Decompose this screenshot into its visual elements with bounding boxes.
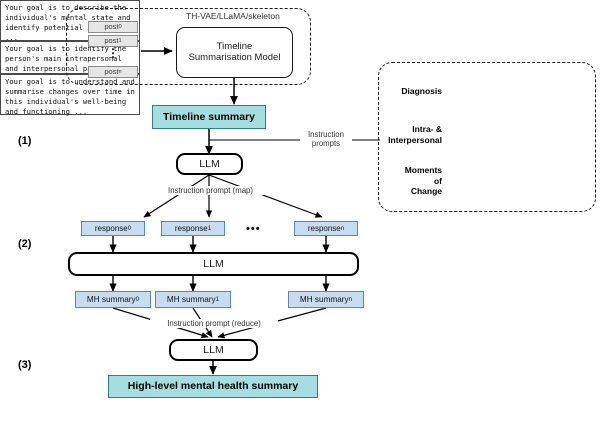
stage1-dashed-container [66, 8, 311, 85]
llm-box-stage2: LLM [68, 252, 359, 276]
step-label-2: (2) [18, 238, 32, 250]
response-0-sub: 0 [127, 225, 132, 232]
prompts-panel-dashed-container [378, 62, 596, 212]
llm-box-stage1: LLM [176, 153, 243, 175]
post-n-sub: n [118, 68, 122, 75]
post-0-sub: 0 [118, 23, 122, 30]
step-label-1: (1) [18, 135, 32, 147]
response-0-label: response [94, 223, 128, 233]
map-prompt-label: Instruction prompt (map) [148, 186, 273, 196]
mh-summary-n-sub: n [348, 295, 353, 303]
responses-horizontal-ellipsis: ••• [246, 223, 261, 235]
post-1-label: post [104, 35, 119, 45]
mh-summary-n-label: MH summary [299, 294, 349, 304]
prompt-text-diagnosis: Your goal is to describe the individual'… [0, 0, 140, 42]
instruction-prompts-label: Instruction prompts [300, 130, 352, 149]
llm-box-stage3: LLM [169, 339, 258, 361]
timeline-summary-box: Timeline summary [152, 105, 266, 129]
prompt-text-intra-interpersonal: Your goal is to identify the person's ma… [0, 41, 140, 74]
mh-summary-0-label: MH summary [86, 294, 136, 304]
prompt-label-moments-of-change: Moments of Change [404, 165, 442, 197]
final-summary-box: High-level mental health summary [108, 375, 318, 398]
posts-vertical-ellipsis: ⋮ [107, 46, 119, 60]
response-n-label: response [307, 223, 341, 233]
step-label-3: (3) [18, 359, 32, 371]
response-1-label: response [174, 223, 208, 233]
prompt-label-intra-interpersonal: Intra- & Interpersonal [388, 124, 442, 145]
reduce-prompt-label: Instruction prompt (reduce) [150, 319, 278, 329]
prompt-label-diagnosis: Diagnosis [401, 86, 442, 96]
post-0-label: post [104, 21, 119, 31]
mh-summary-0-sub: 0 [135, 295, 140, 303]
response-n-sub: n [340, 225, 345, 232]
post-1-sub: 1 [118, 37, 122, 44]
timeline-summarisation-model-box: Timeline Summarisation Model [176, 27, 293, 78]
post-n-label: post [104, 66, 119, 76]
mh-summary-1-label: MH summary [166, 294, 216, 304]
response-1-sub: 1 [207, 225, 212, 232]
stage1-panel-title: TH-VAE/LLaMA/skeleton [186, 11, 280, 21]
mh-summary-1-sub: 1 [215, 295, 220, 303]
